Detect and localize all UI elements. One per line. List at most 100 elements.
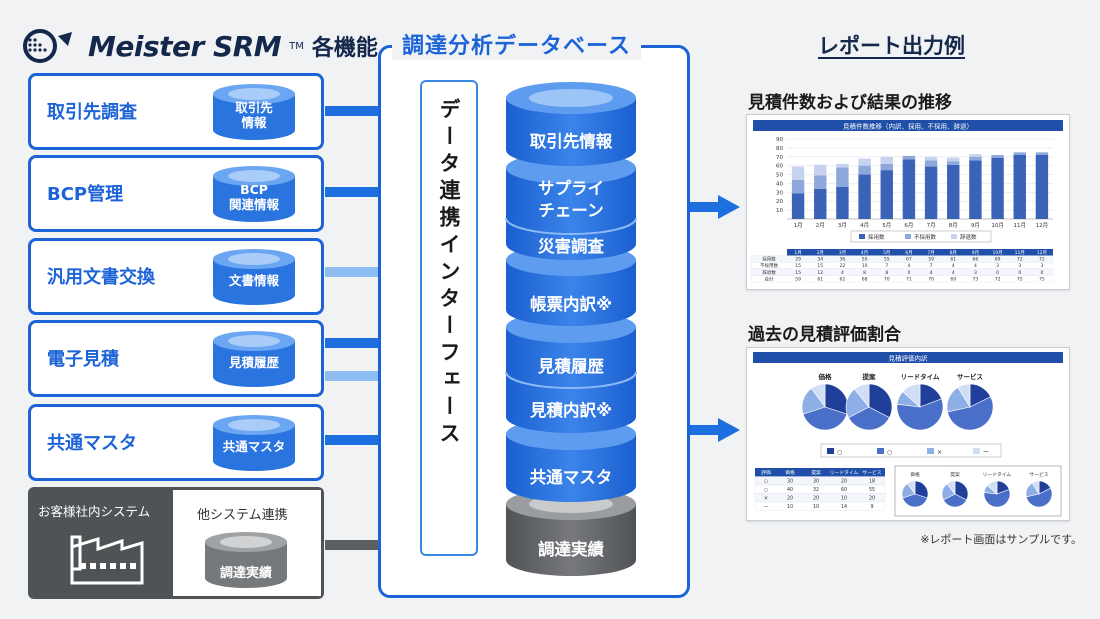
- chart1-table-cell: 22: [840, 263, 846, 269]
- chart1-table-cell: 55: [884, 257, 890, 263]
- chart1-table-row-label: 辞退数: [762, 269, 776, 276]
- chart1-table-cell: 0: [996, 270, 999, 276]
- chart2-table-cell: ー: [764, 505, 769, 510]
- module-box: 取引先調査 取引先情報: [28, 73, 324, 150]
- chart2-legend-swatch: [973, 448, 980, 454]
- chart1-table-cell: 34: [817, 257, 823, 263]
- chart1-xtick-label: 8月: [949, 222, 958, 229]
- database-stack: [505, 82, 637, 576]
- chart2-small-label: サービス: [1029, 471, 1048, 478]
- chart1-table-cell: 62: [840, 276, 846, 282]
- module-label: 電子見積: [47, 349, 119, 370]
- chart1-ytick-label: 10: [776, 208, 783, 214]
- chart2-small-pie-slice: [1031, 480, 1040, 496]
- brand-tm: TM: [289, 40, 304, 52]
- chart1-table-row-label: 不採用数: [760, 262, 778, 269]
- module-cylinder-line: 見積履歴: [228, 355, 279, 370]
- chart1-table-cell: 4: [907, 263, 910, 269]
- chart1-bar: [814, 188, 827, 219]
- chart2-table-cell: 10: [813, 504, 819, 510]
- data-interface-label: データ連携インターフェース: [437, 98, 461, 449]
- chart1-table-cell: 7: [930, 263, 933, 269]
- chart2-table-cell: ○: [764, 488, 768, 493]
- chart1-table-cell: 61: [950, 257, 956, 263]
- chart1-table-head-cell: 4月: [861, 250, 868, 256]
- chart1-bar: [814, 164, 827, 176]
- chart1-xtick-label: 5月: [882, 222, 891, 229]
- chart1-table-cell: 36: [840, 257, 846, 263]
- module-cylinder-label: 取引先情報: [211, 100, 297, 130]
- chart1-table-cell: 73: [973, 276, 979, 282]
- chart1-table-cell: 4: [841, 270, 844, 276]
- chart1-table-cell: 4: [974, 263, 977, 269]
- chart1-title: 見積件数および結果の推移: [748, 93, 952, 113]
- chart1-table-cell: 12: [817, 270, 823, 276]
- chart1-table-cell: 3: [1018, 263, 1021, 269]
- chart2-header-text: 見積評価内訳: [889, 354, 929, 363]
- stack-supplier-info: 取引先情報: [529, 132, 613, 151]
- report-note: ※レポート画面はサンプルです。: [920, 533, 1082, 546]
- brand-suffix: 各機能: [311, 36, 378, 61]
- chart1-table-cell: 4: [952, 263, 955, 269]
- chart1-table-cell: 75: [1039, 276, 1045, 282]
- chart1-header-text: 見積件数推移（内訳、採用、不採用、辞退）: [843, 122, 973, 131]
- module-box: 電子見積 見積履歴: [28, 320, 324, 397]
- chart1-bar: [858, 158, 871, 166]
- stack-disaster-survey: 災害調査: [538, 237, 604, 256]
- chart2-table-cell: ×: [764, 496, 768, 502]
- chart1-table-cell: 69: [950, 276, 956, 282]
- chart1-bar: [880, 170, 893, 219]
- customer-system-label: お客様社内システム: [38, 504, 151, 519]
- chart1-table-cell: 67: [906, 257, 912, 263]
- chart1-table-cell: 4: [952, 270, 955, 276]
- chart1-table-cell: 0: [1018, 270, 1021, 276]
- chart1-table-head-cell: 6月: [905, 250, 912, 256]
- chart1-ytick-label: 70: [776, 155, 783, 161]
- database-cylinder-icon: [213, 249, 295, 305]
- chart2-pie-slice: [947, 396, 994, 431]
- module-label: 取引先調査: [47, 102, 137, 123]
- chart1-table-cell: 3: [974, 270, 977, 276]
- database-cylinder-icon: [213, 166, 295, 222]
- chart1-ytick-label: 80: [776, 146, 783, 152]
- chart1-bar: [969, 160, 982, 219]
- chart2-table-cell: 14: [841, 504, 847, 510]
- chart2-small-label: リードタイム: [983, 471, 1012, 478]
- module-cylinder-line: 情報: [241, 115, 267, 130]
- chart1-table-head-cell: 10月: [992, 250, 1002, 256]
- chart1-ytick-label: 60: [776, 164, 783, 170]
- chart1-legend-swatch: [905, 234, 911, 239]
- chart2-table-cell: 20: [813, 496, 819, 502]
- chart1-xtick-label: 6月: [904, 222, 913, 229]
- chart2-table-cell: 10: [841, 496, 847, 502]
- meister-logo-icon: [23, 29, 72, 63]
- module-label: 共通マスタ: [47, 433, 137, 454]
- chart1-bar: [858, 174, 871, 219]
- chart2-table-cell: 10: [787, 504, 793, 510]
- module-cylinder-line: 関連情報: [228, 197, 279, 212]
- chart2-legend-box: [820, 443, 1002, 458]
- stack-common-master: 共通マスタ: [529, 468, 613, 487]
- chart1-bar: [836, 163, 849, 168]
- chart2-table-row: [754, 493, 886, 503]
- chart1-bar: [902, 155, 916, 160]
- chart1-table-cell: 0: [907, 270, 910, 276]
- stack-estimate-history: 見積履歴: [538, 357, 604, 376]
- stack-form-details: 帳票内訳※: [529, 295, 613, 314]
- chart2-pie-slice: [902, 383, 921, 408]
- chart1-table-cell: 72: [1039, 257, 1045, 263]
- other-system-label: 他システム連携: [197, 508, 288, 523]
- chart1-header-bar: [753, 120, 1063, 131]
- chart1-table-head-cell: 2月: [817, 250, 824, 256]
- chart2-legend-label: ×: [937, 449, 942, 456]
- chart1-table-head-cell: 7月: [927, 250, 934, 256]
- chart1-ytick-label: 20: [776, 199, 783, 205]
- chart2-small-label: 提案: [950, 471, 960, 478]
- brand-name: Meister SRM: [88, 29, 282, 63]
- chart1-bar: [991, 155, 1004, 158]
- chart2-header-bar: [753, 352, 1063, 363]
- chart2-table-row: [754, 501, 886, 511]
- stack-estimate-details: 見積内訳※: [529, 401, 613, 420]
- chart2-pie-slice: [811, 383, 826, 408]
